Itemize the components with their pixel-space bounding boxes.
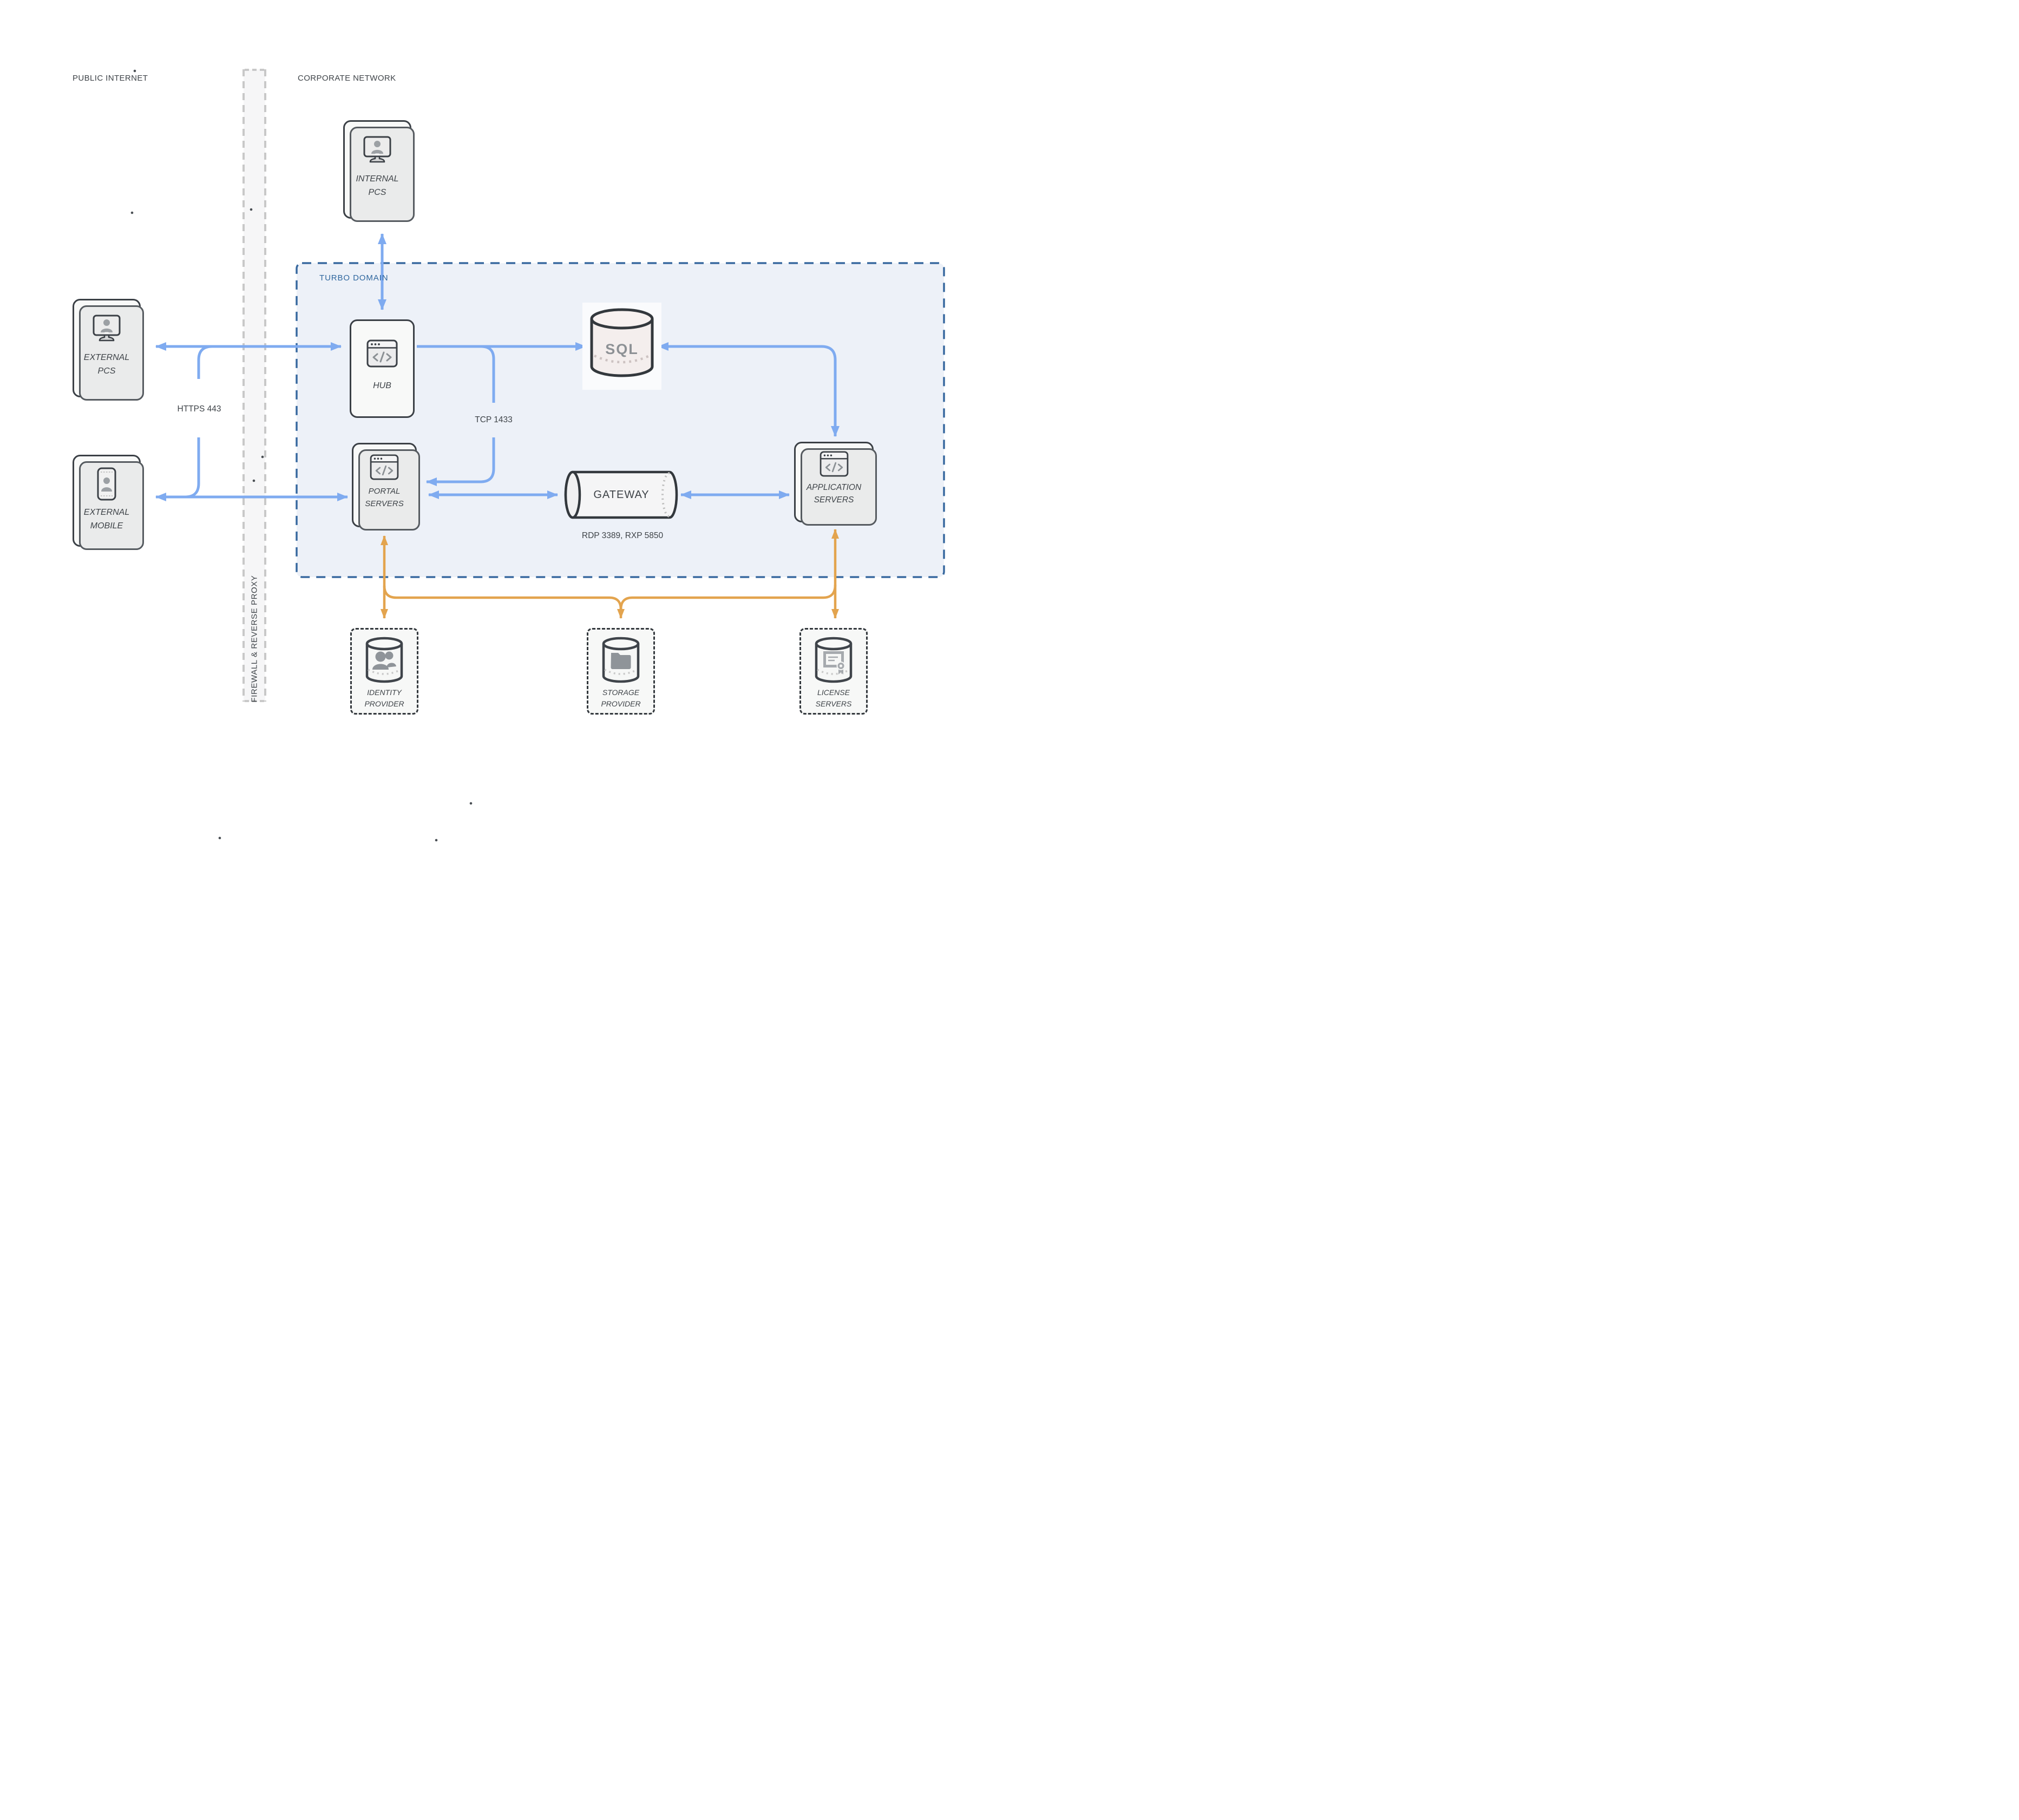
- tcp-port-label: TCP 1433: [475, 415, 513, 424]
- node-internal-pcs: INTERNAL PCS: [343, 120, 415, 222]
- browser-code-icon: [366, 339, 398, 368]
- node-label: PORTAL: [368, 487, 401, 496]
- node-label: MOBILE: [90, 521, 123, 531]
- corporate-network-label: CORPORATE NETWORK: [298, 74, 396, 83]
- pipe-cylinder-icon: [564, 470, 678, 519]
- node-application-servers: APPLICATION SERVERS: [794, 442, 877, 526]
- gateway-label: GATEWAY: [593, 488, 650, 501]
- node-label: PROVIDER: [364, 699, 404, 708]
- network-architecture-diagram: PUBLIC INTERNET CORPORATE NETWORK TURBO …: [0, 0, 1010, 910]
- node-hub: HUB: [350, 319, 415, 418]
- public-internet-label: PUBLIC INTERNET: [73, 74, 148, 83]
- users-database-icon: [365, 637, 403, 683]
- browser-code-icon: [370, 454, 399, 480]
- certificate-database-icon: [815, 637, 853, 683]
- node-label: SERVERS: [815, 699, 852, 708]
- edge-https-branch-upper: [197, 345, 213, 379]
- edge-providers-horizontal-right: [619, 584, 837, 610]
- node-label: APPLICATION: [806, 483, 862, 492]
- desktop-user-icon: [93, 315, 121, 342]
- node-label: PCS: [368, 187, 386, 197]
- https-port-label: HTTPS 443: [177, 404, 221, 414]
- diagram-connector-layer: [130, 69, 945, 842]
- edge-tcp-upper: [481, 345, 495, 403]
- node-label: PROVIDER: [601, 699, 641, 708]
- node-label: INTERNAL: [356, 174, 399, 184]
- node-portal-servers: PORTAL SERVERS: [352, 443, 420, 531]
- node-sql-database: SQL: [582, 303, 661, 390]
- node-label: SERVERS: [365, 499, 404, 508]
- node-label: SERVERS: [814, 495, 854, 505]
- node-license-servers: LICENSE SERVERS: [799, 628, 868, 715]
- decorative-dots: [130, 69, 473, 842]
- sql-label: SQL: [605, 341, 639, 357]
- node-external-mobile: EXTERNAL MOBILE: [73, 455, 144, 550]
- edge-providers-horizontal-left: [383, 585, 622, 610]
- node-label: IDENTITY: [367, 688, 402, 697]
- turbo-domain-label: TURBO DOMAIN: [319, 273, 389, 283]
- firewall-bar: [242, 69, 266, 702]
- node-label: STORAGE: [602, 688, 640, 697]
- node-storage-provider: STORAGE PROVIDER: [587, 628, 655, 715]
- browser-code-icon: [820, 451, 848, 477]
- edge-sql-application: [658, 342, 840, 437]
- node-label: PCS: [97, 366, 116, 376]
- firewall-reverse-proxy-label: FIREWALL & REVERSE PROXY: [250, 575, 259, 703]
- node-label: EXTERNAL: [83, 508, 130, 517]
- folder-database-icon: [602, 637, 640, 683]
- database-cylinder-icon: [590, 308, 654, 377]
- node-external-pcs: EXTERNAL PCS: [73, 299, 144, 401]
- mobile-user-icon: [97, 467, 116, 501]
- node-label: EXTERNAL: [83, 353, 130, 362]
- node-label: LICENSE: [817, 688, 850, 697]
- edge-tcp-lower-to-portal: [426, 437, 495, 486]
- node-gateway: GATEWAY: [559, 470, 686, 520]
- rdp-port-label: RDP 3389, RXP 5850: [581, 531, 664, 540]
- edge-https-branch-lower: [185, 437, 200, 499]
- node-identity-provider: IDENTITY PROVIDER: [350, 628, 418, 715]
- node-label: HUB: [373, 381, 391, 390]
- desktop-user-icon: [363, 136, 391, 163]
